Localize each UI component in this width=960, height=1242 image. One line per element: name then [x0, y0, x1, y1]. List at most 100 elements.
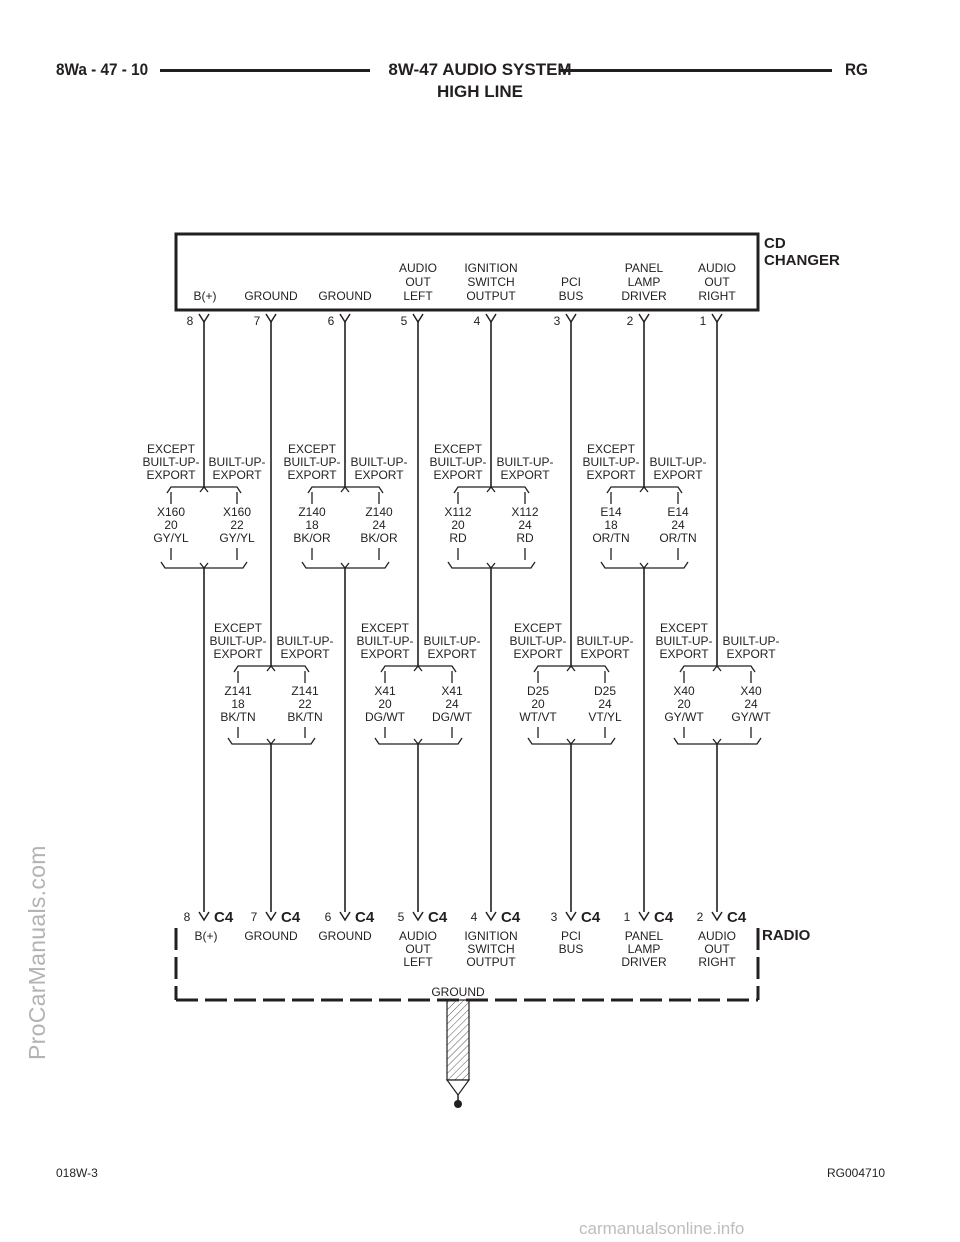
- join-bracket-tip: [486, 562, 496, 570]
- radio-connector-label: C4: [581, 909, 601, 926]
- circuit-label: 20: [451, 518, 465, 532]
- cd-pin-label: B(+): [193, 289, 216, 303]
- radio-pin-number: 7: [251, 910, 258, 924]
- circuit-label: RD: [449, 531, 467, 545]
- radio-terminal: [265, 911, 277, 922]
- circuit-label: GY/YL: [153, 531, 189, 545]
- circuit-option-label: BUILT-UP-: [209, 634, 266, 648]
- radio-pin-label: OUTPUT: [466, 955, 516, 969]
- circuit-label: 24: [445, 697, 459, 711]
- circuit-option-label: EXPORT: [213, 647, 263, 661]
- option-bracket-tip: [712, 664, 722, 672]
- circuit-option-label: BUILT-UP-: [283, 455, 340, 469]
- option-bracket-tip: [639, 485, 649, 493]
- join-bracket-tip: [413, 738, 423, 746]
- radio-pin-label: BUS: [559, 942, 584, 956]
- radio-pin-label: LEFT: [403, 955, 433, 969]
- circuit-label: GY/WT: [731, 710, 771, 724]
- circuit-option-label: EXPORT: [280, 647, 330, 661]
- circuit-option-label: EXCEPT: [288, 442, 337, 456]
- circuit-option-label: EXCEPT: [361, 621, 410, 635]
- circuit-label: X112: [444, 505, 471, 519]
- header-rule-right: [560, 69, 832, 72]
- circuit-label: Z141: [291, 684, 319, 698]
- cd-pin-number: 4: [474, 314, 481, 328]
- radio-terminal: [412, 911, 424, 922]
- cd-terminal: [339, 313, 351, 324]
- circuit-label: X160: [157, 505, 185, 519]
- radio-pin-label: GROUND: [318, 929, 372, 943]
- page-subtitle: HIGH LINE: [437, 82, 523, 101]
- circuit-option-label: EXCEPT: [147, 442, 196, 456]
- cd-terminal: [565, 313, 577, 324]
- radio-pin-label: LAMP: [628, 942, 661, 956]
- circuit-option-label: BUILT-UP-: [429, 455, 486, 469]
- circuit-label: D25: [527, 684, 549, 698]
- cd-pin-label: GROUND: [244, 289, 298, 303]
- circuit-label: DG/WT: [365, 710, 406, 724]
- circuit-label: 20: [531, 697, 545, 711]
- cd-pin-number: 2: [627, 314, 634, 328]
- radio-pin-number: 2: [697, 910, 704, 924]
- radio-connector-label: C4: [428, 909, 448, 926]
- ground-strap-tip: [445, 1079, 471, 1097]
- circuit-option-label: EXCEPT: [660, 621, 709, 635]
- circuit-label: BK/TN: [287, 710, 322, 724]
- cd-pin-label: BUS: [559, 289, 584, 303]
- join-bracket-tip: [566, 738, 576, 746]
- ground-strap: [446, 999, 470, 1081]
- circuit-option-label: EXCEPT: [587, 442, 636, 456]
- circuit-option-label: BUILT-UP-: [208, 455, 265, 469]
- circuit-label: 24: [372, 518, 386, 532]
- option-bracket-tip: [566, 664, 576, 672]
- cd-terminal: [711, 313, 723, 324]
- cd-pin-number: 1: [700, 314, 707, 328]
- circuit-label: OR/TN: [659, 531, 696, 545]
- option-bracket-tip: [199, 485, 209, 493]
- cd-pin-label: LAMP: [628, 275, 661, 289]
- circuit-option-label: BUILT-UP-: [582, 455, 639, 469]
- circuit-label: BK/OR: [293, 531, 331, 545]
- section-code: RG: [845, 60, 868, 79]
- circuit-label: E14: [667, 505, 689, 519]
- radio-label: RADIO: [762, 927, 811, 944]
- radio-pin-number: 5: [398, 910, 405, 924]
- radio-terminal: [565, 911, 577, 922]
- circuit-label: 24: [518, 518, 532, 532]
- radio-pin-number: 1: [624, 910, 631, 924]
- labels: 8EXCEPTBUILT-UP-EXPORTBUILT-UP-EXPORTX16…: [142, 314, 779, 926]
- radio-terminal: [485, 911, 497, 922]
- radio-pin-label: PANEL: [625, 929, 664, 943]
- cd-pin-number: 8: [187, 314, 194, 328]
- circuit-option-label: EXPORT: [146, 468, 196, 482]
- circuit-label: 18: [604, 518, 618, 532]
- radio-pin-label: OUT: [704, 942, 730, 956]
- circuit-option-label: BUILT-UP-: [655, 634, 712, 648]
- side-watermark-text: ProCarManuals.com: [24, 845, 50, 1060]
- join-bracket-tip: [712, 738, 722, 746]
- circuit-label: VT/YL: [588, 710, 622, 724]
- circuit-option-label: EXCEPT: [434, 442, 483, 456]
- circuit-label: E14: [600, 505, 622, 519]
- circuit-label: 20: [164, 518, 178, 532]
- radio-connector-label: C4: [501, 909, 521, 926]
- cd-changer-label: CHANGER: [764, 252, 840, 269]
- cd-pin-label: AUDIO: [399, 261, 437, 275]
- cd-changer-outline: [174, 232, 760, 312]
- radio-pin-number: 8: [184, 910, 191, 924]
- circuit-option-label: EXPORT: [354, 468, 404, 482]
- page-number: 8Wa - 47 - 10: [56, 60, 149, 79]
- circuit-label: OR/TN: [592, 531, 629, 545]
- bottom-watermark: carmanualsonline.info: [579, 1219, 745, 1238]
- circuit-option-label: EXCEPT: [514, 621, 563, 635]
- circuit-option-label: EXPORT: [513, 647, 563, 661]
- radio-pin-label: AUDIO: [698, 929, 736, 943]
- reference-code: RG004710: [827, 1166, 886, 1180]
- circuit-label: DG/WT: [432, 710, 473, 724]
- cd-terminal: [485, 313, 497, 324]
- cd-pin-label: LEFT: [403, 289, 433, 303]
- radio-pin-number: 3: [551, 910, 558, 924]
- circuit-label: X40: [740, 684, 762, 698]
- circuit-label: X41: [374, 684, 396, 698]
